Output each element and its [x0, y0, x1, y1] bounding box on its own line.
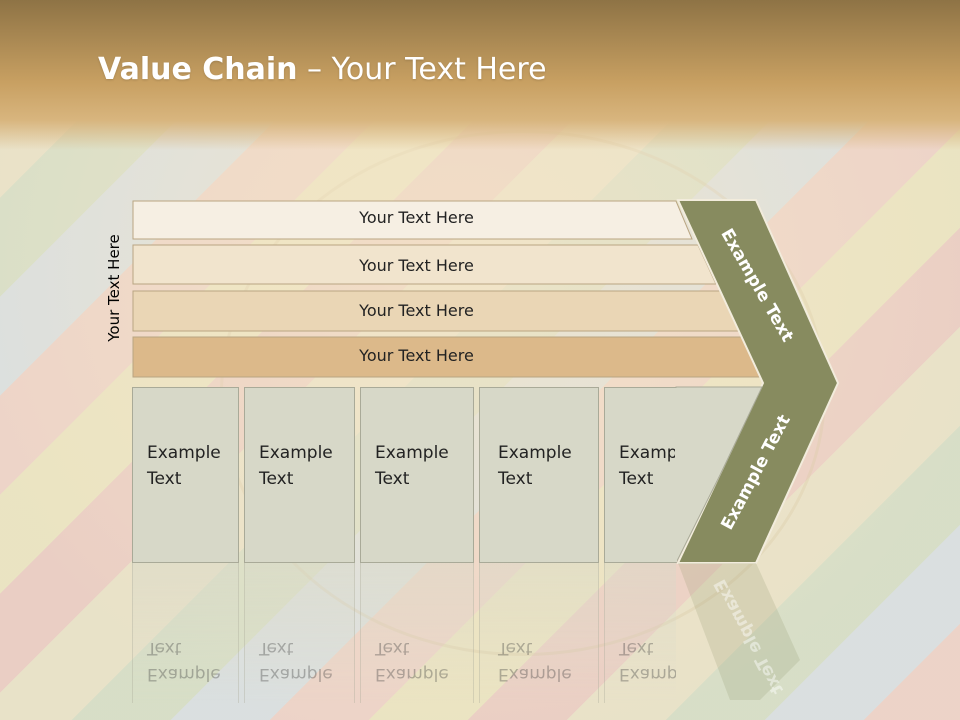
- reflection-line-1: Example: [147, 664, 221, 684]
- box-reflection-2: Example Text: [244, 563, 355, 703]
- activity-box-text: Example Text: [498, 440, 572, 492]
- reflection-line-1: Example: [619, 664, 676, 684]
- row-label-3[interactable]: Your Text Here: [359, 301, 474, 320]
- activity-box-2[interactable]: Example Text: [244, 387, 355, 563]
- reflection-line-1: Example: [498, 664, 572, 684]
- row-band-1: [132, 200, 693, 240]
- activity-box-text: Example Text: [619, 440, 693, 492]
- box-line-2: Text: [259, 469, 294, 489]
- row-label-1[interactable]: Your Text Here: [359, 208, 474, 227]
- reflection-line-2: Text: [375, 638, 410, 658]
- reflection-line-1: Example: [259, 664, 333, 684]
- activity-box-3[interactable]: Example Text: [360, 387, 474, 563]
- slide-title[interactable]: Value Chain – Your Text Here: [98, 52, 547, 87]
- reflection-line-2: Text: [498, 638, 533, 658]
- box-line-1: Example: [375, 443, 449, 463]
- box-line-1: Example: [259, 443, 333, 463]
- box-line-1: Example: [147, 443, 221, 463]
- activity-box-text: Example Text: [375, 440, 449, 492]
- reflection-text: Example Text: [147, 635, 221, 687]
- box-line-1: Example: [619, 443, 693, 463]
- box-reflection-3: Example Text: [360, 563, 474, 703]
- reflection-line-2: Text: [259, 638, 294, 658]
- reflection-line-1: Example: [375, 664, 449, 684]
- activity-box-4[interactable]: Example Text: [479, 387, 599, 563]
- box-reflection-1: Example Text: [132, 563, 239, 703]
- box-line-2: Text: [619, 469, 654, 489]
- row-label-4[interactable]: Your Text Here: [359, 346, 474, 365]
- chevron-arrow: [676, 199, 840, 564]
- activity-box-5[interactable]: Example Text: [604, 387, 693, 563]
- box-line-2: Text: [498, 469, 533, 489]
- title-banner: [0, 0, 960, 150]
- box-reflection-4: Example Text: [479, 563, 599, 703]
- box-line-1: Example: [498, 443, 572, 463]
- title-bold: Value Chain: [98, 52, 298, 87]
- reflection-line-2: Text: [619, 638, 654, 658]
- activity-box-text: Example Text: [147, 440, 221, 492]
- row-label-2[interactable]: Your Text Here: [359, 256, 474, 275]
- reflection-line-2: Text: [147, 638, 182, 658]
- title-rest: – Your Text Here: [297, 52, 547, 87]
- activity-box-text: Example Text: [259, 440, 333, 492]
- box-line-2: Text: [147, 469, 182, 489]
- reflection-text: Example Text: [259, 635, 333, 687]
- reflection-text: Example Text: [498, 635, 572, 687]
- chevron-reflection: [678, 563, 800, 700]
- activity-box-1[interactable]: Example Text: [132, 387, 239, 563]
- box-line-2: Text: [375, 469, 410, 489]
- reflection-text: Example Text: [375, 635, 449, 687]
- box-reflection-5: Example Text: [604, 563, 676, 703]
- reflection-text: Example Text: [619, 635, 676, 687]
